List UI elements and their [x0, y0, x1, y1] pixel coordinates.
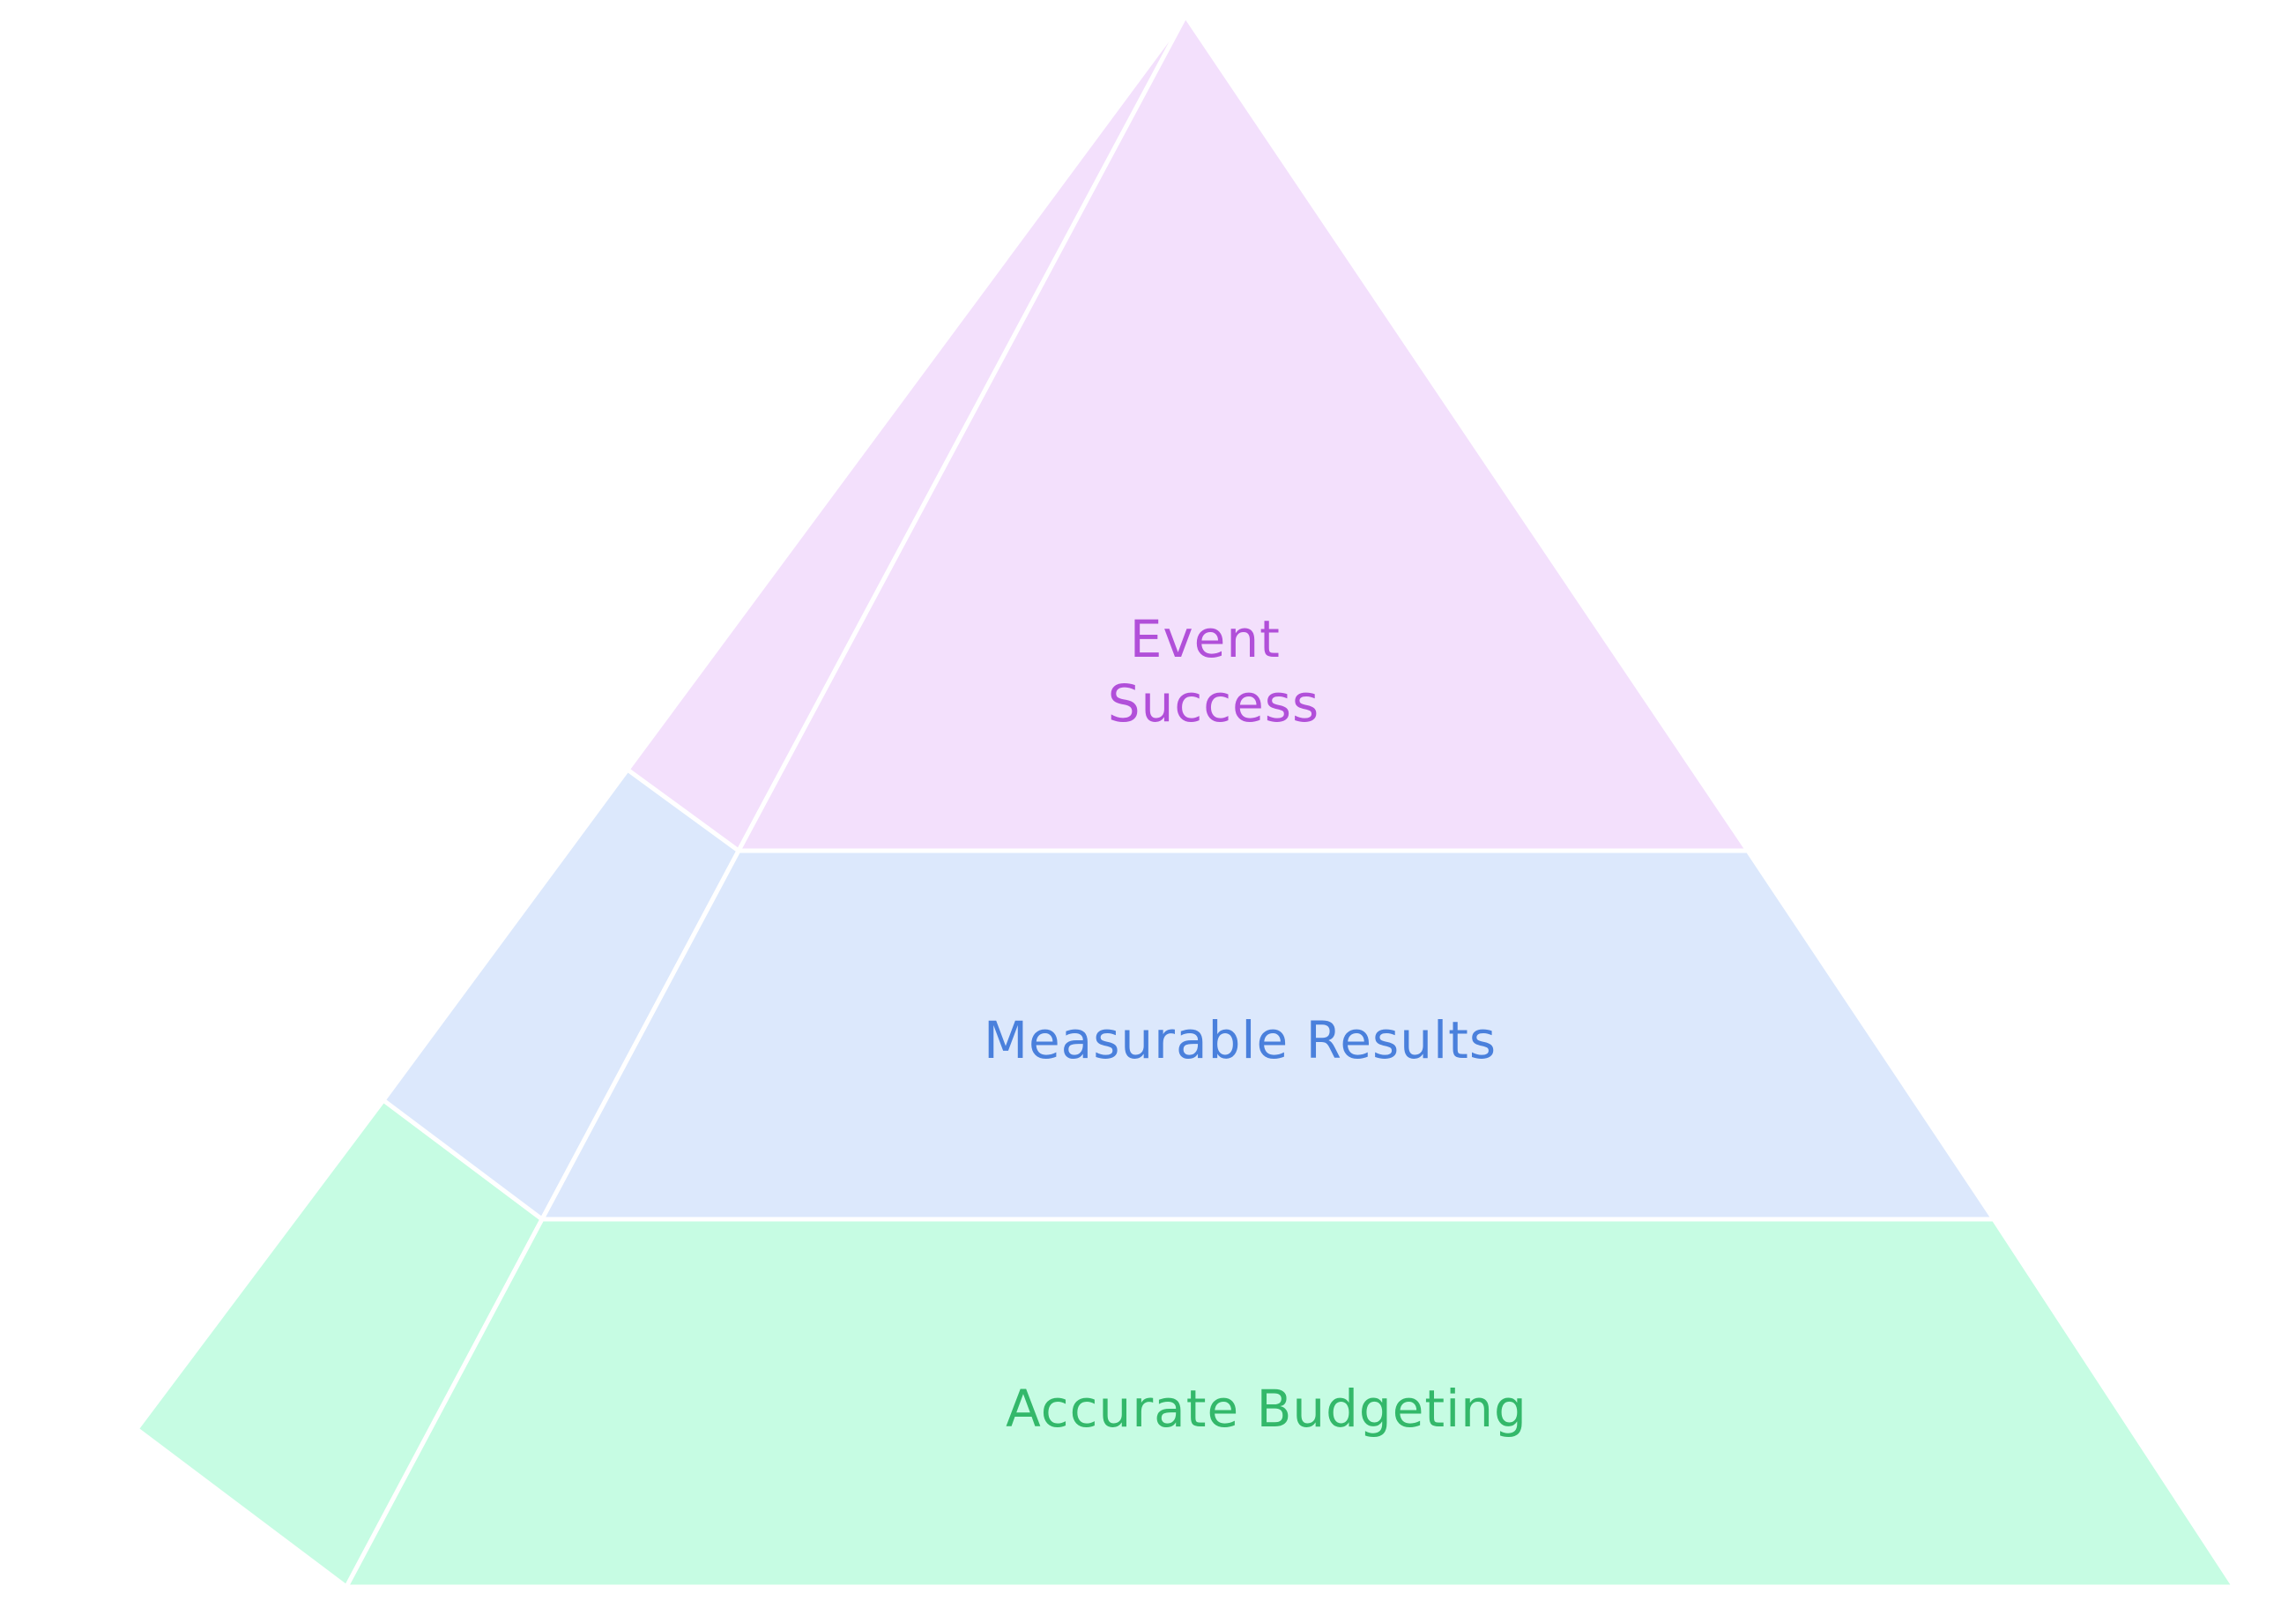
tier-event-success-front	[736, 13, 1750, 853]
tier-measurable-results-line-1: Measurable Results	[984, 1010, 1497, 1070]
tier-measurable-results: Measurable Results	[381, 767, 1996, 1222]
tier-accurate-budgeting-label: Accurate Budgeting	[1006, 1379, 1527, 1439]
tier-event-success-line-2: Success	[1108, 674, 1319, 733]
tier-event-success-line-1: Event	[1130, 609, 1281, 669]
tier-measurable-results-label: Measurable Results	[984, 1010, 1497, 1070]
tier-event-success: Event Success	[625, 13, 1750, 853]
tier-accurate-budgeting-line-1: Accurate Budgeting	[1006, 1379, 1527, 1439]
tier-accurate-budgeting: Accurate Budgeting	[134, 1098, 2237, 1589]
tier-event-success-label: Event Success	[1108, 609, 1319, 733]
